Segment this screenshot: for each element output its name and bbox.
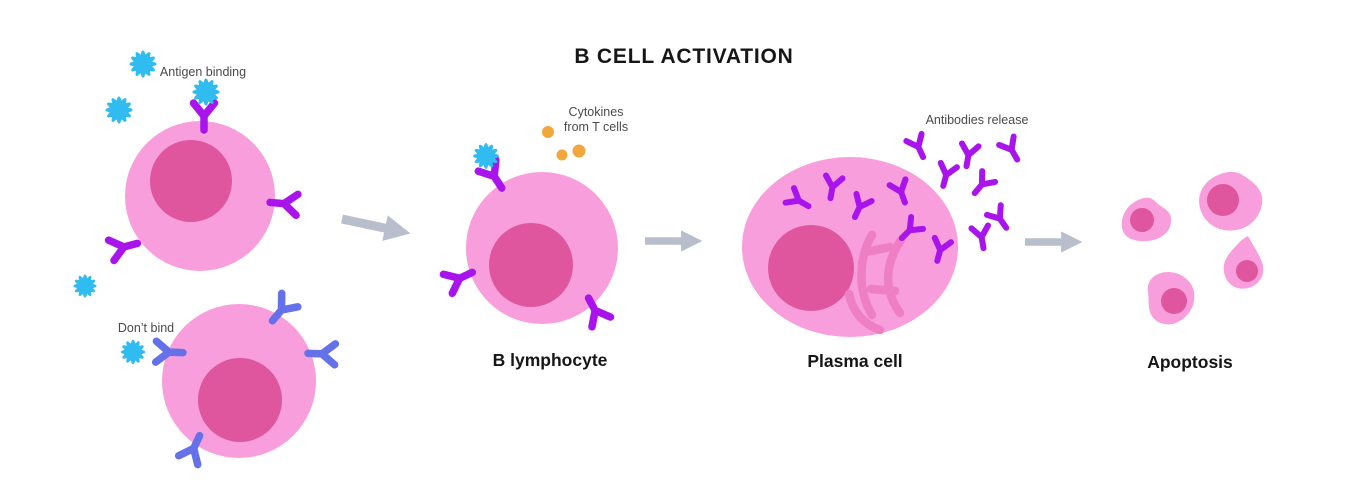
antigen-icon (120, 339, 146, 365)
antigen-icon (73, 274, 97, 298)
cell-nucleus (489, 223, 573, 307)
antibody-icon (971, 225, 991, 249)
apoptosis-fragments (1121, 171, 1264, 325)
dont-bind-cell (120, 293, 335, 464)
dont-bind-label: Don’t bind (117, 321, 175, 335)
antibodies-release-label: Antibodies release (925, 113, 1029, 127)
endoplasmic-reticulum-icon (844, 230, 906, 335)
antigen-binding-label: Antigen binding (159, 65, 247, 79)
antibody-icon (958, 143, 978, 167)
b-lymphocyte-label: B lymphocyte (492, 350, 608, 370)
arrow-icon (1025, 231, 1083, 253)
antigen-icon (105, 96, 133, 124)
plasma-cell (742, 134, 1024, 337)
antibody-icon (987, 205, 1013, 232)
b-cell-receptor-icon (109, 233, 141, 260)
cytokine-icon (572, 144, 586, 158)
cytokines-label-line1: Cytokines (568, 105, 624, 119)
fragment-nucleus (1130, 208, 1154, 232)
fragment-nucleus (1207, 184, 1239, 216)
cytokines-label-line2: from T cells (563, 120, 629, 134)
diagram-title: B CELL ACTIVATION (574, 45, 794, 68)
fragment-nucleus (1236, 260, 1258, 282)
antibody-icon (935, 163, 957, 188)
arrow-icon (645, 230, 703, 252)
fragment-nucleus (1161, 288, 1187, 314)
b-lymphocyte-cell (443, 126, 618, 327)
antibody-icon (999, 137, 1024, 164)
cytokines-label: Cytokines from T cells (564, 105, 628, 135)
cell-nucleus (150, 140, 232, 222)
antibody-icon (968, 171, 995, 198)
antibody-icon (906, 134, 930, 161)
antigen-icon (129, 50, 157, 78)
cytokine-icon (542, 126, 554, 138)
cytokine-icon (556, 149, 568, 161)
cell-nucleus (198, 358, 282, 442)
antigen-binding-cell (73, 50, 298, 298)
apoptosis-label: Apoptosis (1147, 352, 1233, 372)
arrow-icon (339, 206, 414, 247)
cell-nucleus (768, 225, 854, 311)
plasma-cell-label: Plasma cell (807, 351, 903, 371)
